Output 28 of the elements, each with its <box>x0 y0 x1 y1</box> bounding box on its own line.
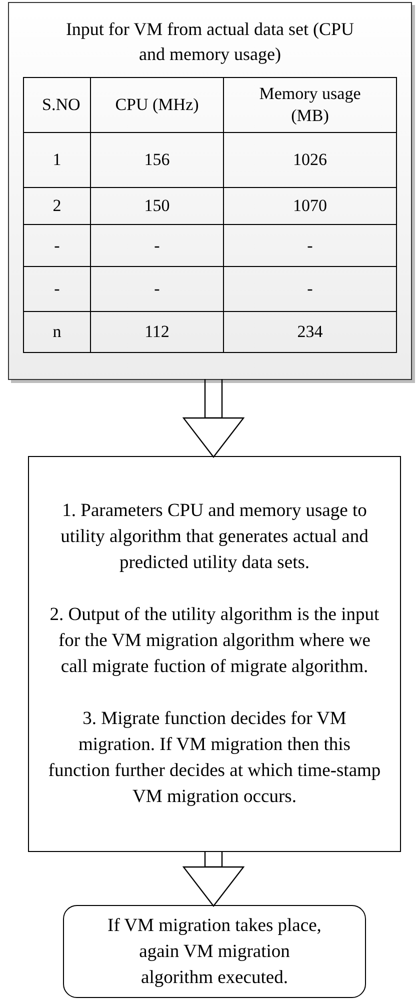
process-box <box>28 456 401 852</box>
table-cell: 234 <box>224 312 396 352</box>
table-cell: - <box>224 266 396 312</box>
table-cell: - <box>24 266 90 312</box>
table-cell: - <box>24 224 90 266</box>
table-cell: 1 <box>24 132 90 188</box>
table-cell: 2 <box>24 188 90 224</box>
header-cell: CPU (MHz) <box>90 78 224 132</box>
table-cell: - <box>90 224 224 266</box>
table-cell: 1026 <box>224 132 396 188</box>
rounded-box <box>63 905 366 998</box>
panel <box>8 2 412 380</box>
table-cell: 156 <box>90 132 224 188</box>
block-arrow <box>182 378 244 458</box>
table-cell: 150 <box>90 188 224 224</box>
table-cell: - <box>224 224 396 266</box>
table-cell: 1070 <box>224 188 396 224</box>
step-text: 3. Migrate function decides for VM migration. If VM migration then this function further decides at which time-stamp VM migration occurs. <box>47 708 382 809</box>
block-arrow <box>182 850 244 907</box>
table-cell: n <box>24 312 90 352</box>
step-text: If VM migration takes place, again VM migration algorithm executed. <box>106 914 322 990</box>
step-text: 2. Output of the utility algorithm is the input for the VM migration algorithm where we call migrate fuction of migrate algorithm. <box>48 604 380 679</box>
table-cell: - <box>90 266 224 312</box>
header-cell: Memory usage (MB) <box>224 78 396 132</box>
header-cell: S.NO <box>24 78 90 132</box>
step-text: 1. Parameters CPU and memory usage to utility algorithm that generates actual and predicted utility data sets. <box>60 500 370 575</box>
panel-title: Input for VM from actual data set (CPU and memory usage) <box>65 18 355 66</box>
table-cell: 112 <box>90 312 224 352</box>
